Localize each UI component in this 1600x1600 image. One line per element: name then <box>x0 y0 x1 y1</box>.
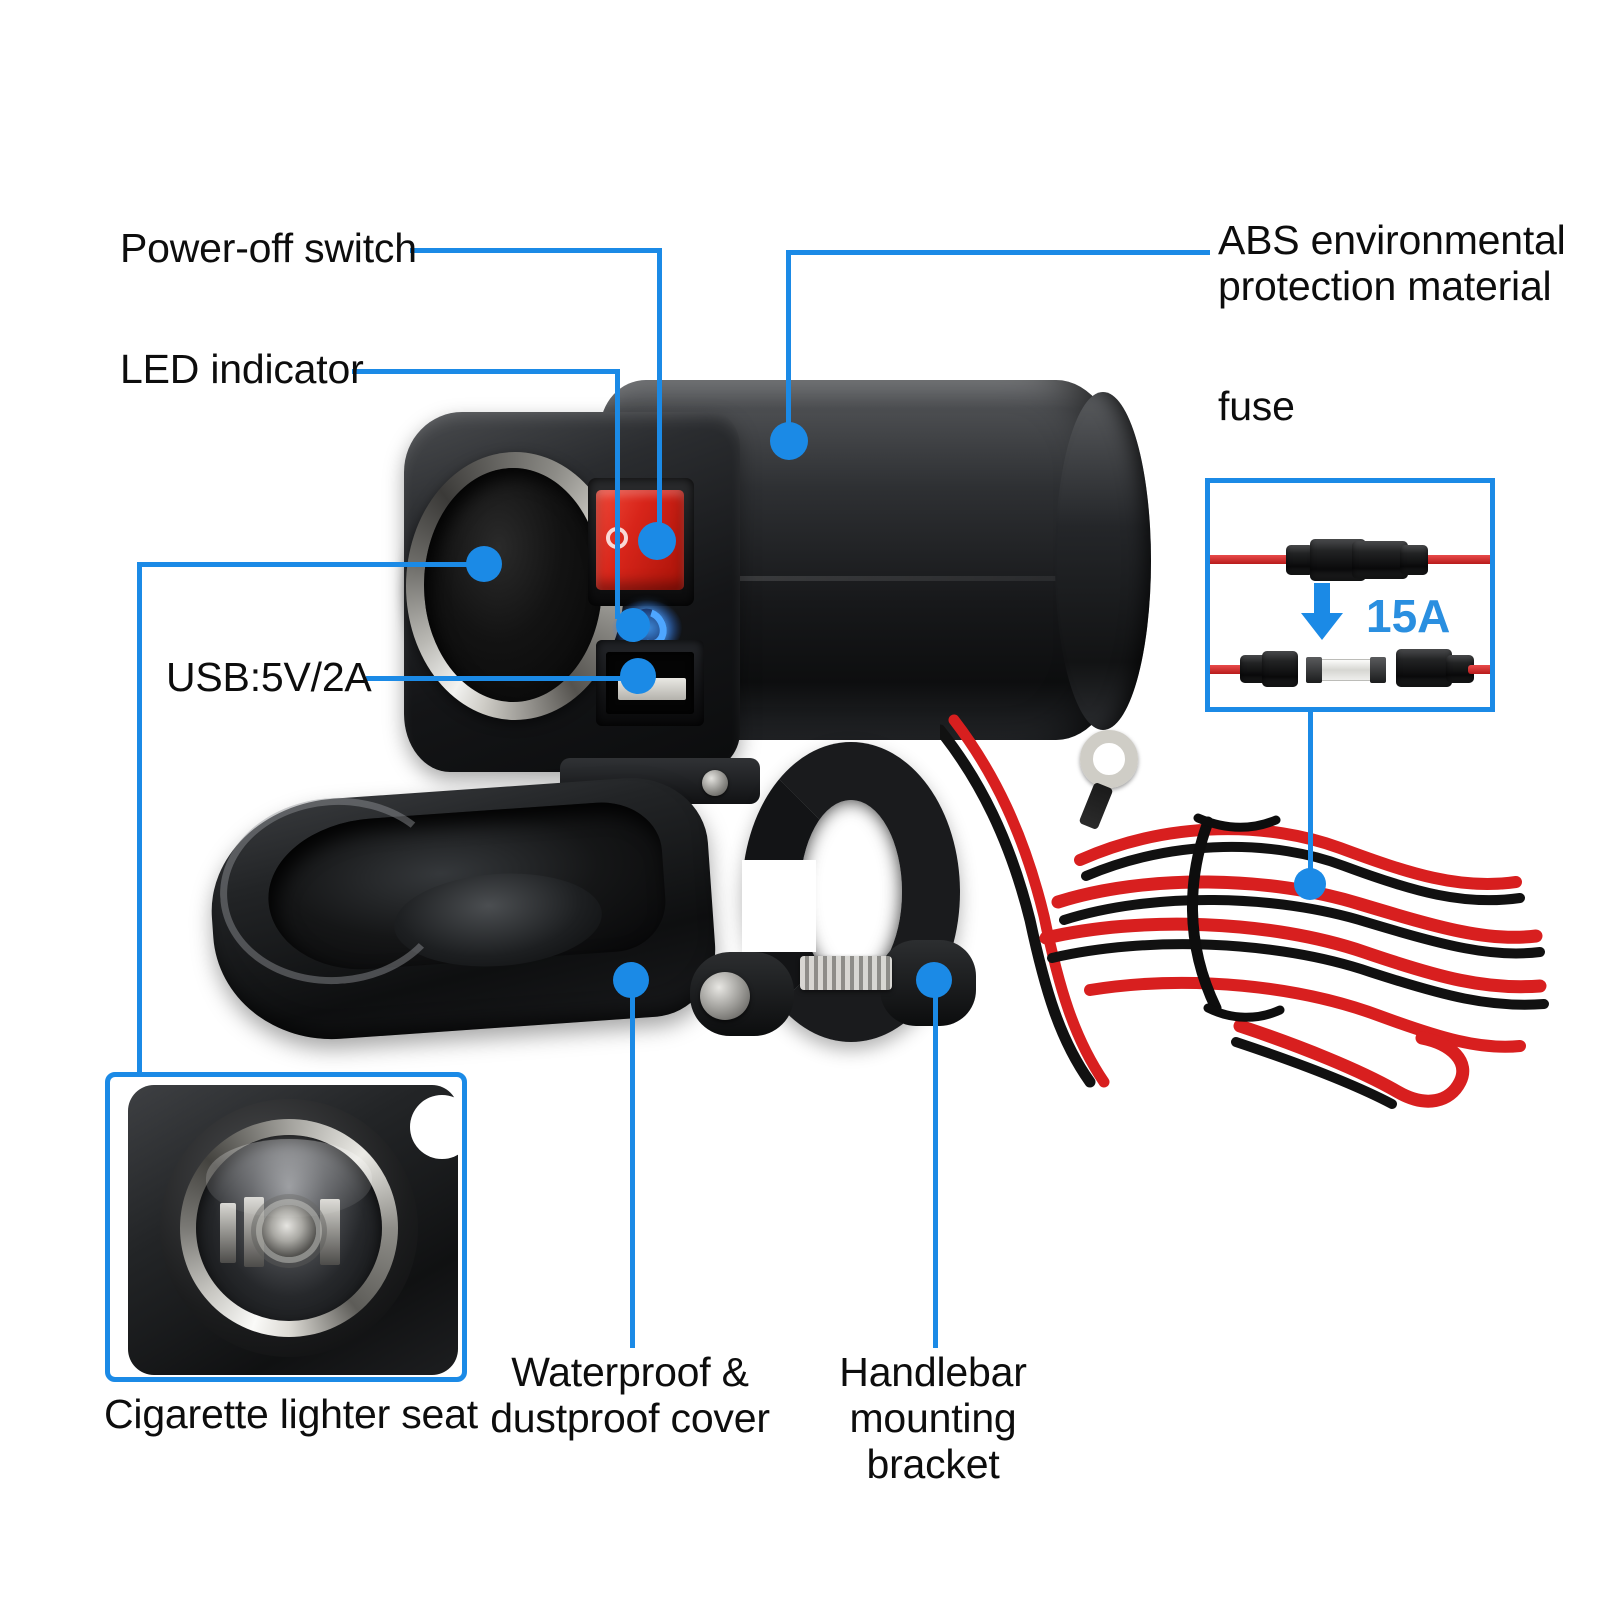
callout-dot-power-off-switch <box>638 522 676 560</box>
seat-plate-notch <box>410 1095 462 1159</box>
handlebar-clamp-gap <box>742 860 816 952</box>
fuse-inset-box: 15A <box>1205 478 1495 712</box>
fuse-wire-right-bottom <box>1468 665 1490 674</box>
fuse-holder-open-left-barrel <box>1262 651 1298 687</box>
fuse-wire-right-top <box>1422 555 1490 564</box>
charger-body-end-cap <box>1055 392 1151 730</box>
leader-socket-v <box>137 562 142 1082</box>
fuse-rating-label: 15A <box>1366 590 1451 642</box>
leader-power-off-switch-h <box>410 248 662 253</box>
leader-abs-material-v <box>786 250 791 440</box>
fuse-holder-open-right-barrel <box>1396 649 1452 687</box>
seat-contact-strip-right <box>320 1199 340 1265</box>
callout-label-waterproof-cover: Waterproof & dustproof cover <box>490 1349 770 1441</box>
callout-dot-abs-material <box>770 422 808 460</box>
seat-gloss-highlight <box>206 1139 372 1217</box>
glass-fuse-cap-right <box>1370 657 1386 683</box>
cigarette-lighter-seat-inset-box <box>105 1072 467 1382</box>
leader-socket-h <box>137 562 485 567</box>
callout-label-led-indicator: LED indicator <box>120 346 364 392</box>
seat-center-contact <box>262 1205 316 1257</box>
callout-label-abs-material: ABS environmental protection material <box>1218 217 1566 309</box>
seat-contact-strip-left <box>220 1203 236 1263</box>
callout-label-usb-rating: USB:5V/2A <box>166 654 372 700</box>
clamp-bolt-shaft <box>800 956 892 990</box>
leader-waterproof-cover-v <box>630 980 635 1348</box>
fuse-wire-left-bottom <box>1210 665 1246 674</box>
clamp-bolt-head-icon <box>700 972 750 1020</box>
callout-dot-usb <box>620 658 656 694</box>
leader-led-indicator-h <box>352 369 620 374</box>
cigarette-socket-bore <box>424 468 602 702</box>
fuse-holder-assembled-barrel-right <box>1352 541 1408 579</box>
seat-contact-strip-mid <box>244 1197 264 1267</box>
callout-dot-cigarette-socket <box>466 546 502 582</box>
leader-handlebar-bracket-v <box>933 980 938 1348</box>
wire-harness <box>940 714 1549 1109</box>
callout-dot-waterproof-cover <box>613 962 649 998</box>
callout-label-cigarette-lighter-seat: Cigarette lighter seat <box>104 1391 478 1437</box>
callout-dot-fuse <box>1294 868 1326 900</box>
arrow-down-icon <box>1301 583 1343 640</box>
leader-power-off-switch-v <box>657 248 662 548</box>
glass-fuse-cap-left <box>1306 657 1322 683</box>
fuse-holder-assembled-right-boot <box>1400 545 1428 575</box>
leader-usb-h <box>366 676 636 681</box>
callout-label-handlebar-bracket: Handlebar mounting bracket <box>839 1349 1027 1487</box>
leader-led-indicator-v <box>615 369 620 619</box>
leader-fuse-v <box>1308 712 1313 890</box>
fuse-holder-assembled-left-boot <box>1286 545 1314 575</box>
callout-dot-led-indicator <box>616 608 650 642</box>
callout-label-power-off-switch: Power-off switch <box>120 225 417 271</box>
callout-label-fuse: fuse <box>1218 383 1295 429</box>
leader-abs-material-h <box>786 250 1210 255</box>
fuse-wire-left-top <box>1210 555 1292 564</box>
callout-dot-handlebar-bracket <box>916 962 952 998</box>
hinge-screw-icon <box>702 770 728 796</box>
